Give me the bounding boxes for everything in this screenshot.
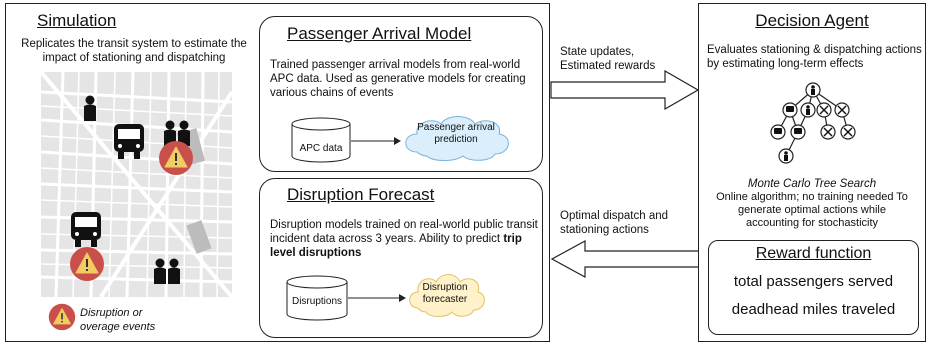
- actions-label: Optimal dispatch and stationing actions: [560, 210, 669, 236]
- simulation-title: Simulation: [37, 11, 117, 30]
- state-updates-label: State updates, Estimated rewards: [560, 46, 656, 72]
- disruption-description-text: Disruption models trained on real-world …: [270, 219, 538, 245]
- reward-title: Reward function: [755, 245, 872, 262]
- arrival-model-description: Trained passenger arrival models from re…: [270, 59, 526, 99]
- warning-icon: [70, 247, 104, 281]
- apc-data-label: APC data: [299, 143, 343, 154]
- passenger-group-icon: [154, 258, 180, 284]
- simulation-description: Replicates the transit system to estimat…: [21, 38, 247, 64]
- apc-data-cylinder: [291, 117, 351, 163]
- arrival-prediction-label: Passenger arrival prediction: [417, 122, 495, 145]
- disruptions-cylinder: [286, 275, 348, 321]
- warning-icon: [159, 141, 193, 175]
- disruption-forecaster-label: Disruption forecaster: [422, 282, 468, 305]
- mcts-tree-diagram: [770, 82, 856, 164]
- reward-item-deadhead: deadhead miles traveled: [731, 301, 896, 318]
- disruption-title: Disruption Forecast: [287, 185, 435, 204]
- flow-arrow: [348, 294, 406, 302]
- legend-label: Disruption or overage events: [80, 307, 156, 333]
- state-updates-arrow: [550, 70, 700, 110]
- bus-icon: [114, 124, 144, 159]
- decision-agent-title: Decision Agent: [755, 11, 869, 30]
- arrival-model-title: Passenger Arrival Model: [287, 24, 472, 43]
- actions-arrow: [550, 240, 700, 278]
- disruption-description: Disruption models trained on real-world …: [270, 218, 538, 260]
- reward-item-passengers: total passengers served: [733, 273, 894, 290]
- person-icon: [84, 95, 96, 121]
- arrival-prediction-cloud: [405, 116, 509, 161]
- reward-panel: [708, 240, 919, 335]
- decision-agent-description: Evaluates stationing & dispatching actio…: [707, 44, 922, 70]
- disruption-description-bold: trip level disruptions: [270, 233, 522, 259]
- warning-icon: [48, 303, 76, 331]
- disruptions-label: Disruptions: [291, 296, 343, 307]
- bus-icon: [71, 212, 101, 247]
- mcts-note: Online algorithm; no training needed To …: [716, 191, 908, 229]
- mcts-caption: Monte Carlo Tree Search: [747, 178, 877, 190]
- flow-arrow: [351, 137, 401, 145]
- disruption-forecaster-cloud: [409, 274, 485, 317]
